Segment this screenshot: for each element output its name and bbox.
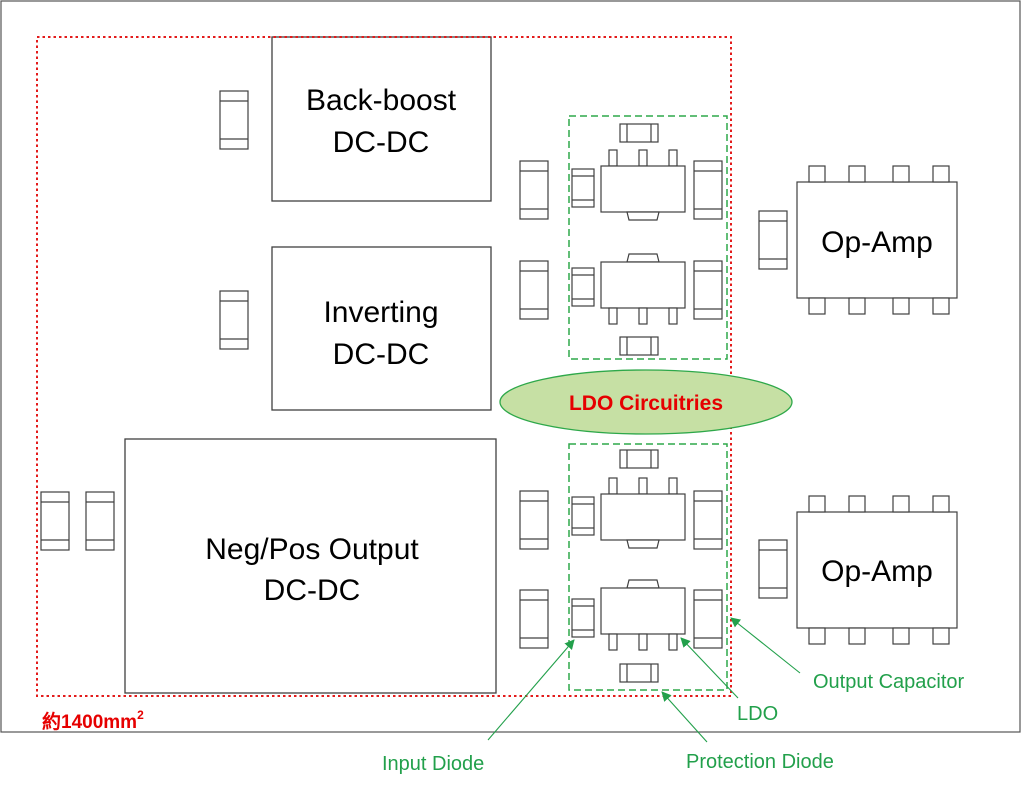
ldo-regulator [600, 579, 686, 651]
protection-diode-label: Protection Diode [686, 751, 834, 773]
input-diode-label: Input Diode [382, 753, 484, 775]
capacitor [40, 491, 70, 551]
annotation-arrows [487, 617, 801, 743]
capacitor [85, 491, 115, 551]
opamp-bottom: Op-Amp [758, 495, 958, 645]
output-capacitor-label: Output Capacitor [813, 671, 965, 693]
ldo-regulator [600, 477, 686, 549]
capacitor [519, 260, 549, 320]
ldo-circuitries-label: LDO Circuitries [569, 392, 723, 415]
output-capacitor [693, 589, 723, 649]
protection-diode [619, 336, 659, 356]
inverting-label-line2: DC-DC [333, 338, 430, 371]
input-diode [571, 168, 595, 208]
negpos-dcdc-block: Neg/Pos Output DC-DC [124, 438, 497, 694]
ldo-regulator [600, 149, 686, 221]
ldo-circuitries-callout: LDO Circuitries [499, 369, 793, 435]
capacitor [519, 490, 549, 550]
capacitor [758, 539, 788, 599]
output-capacitor [693, 260, 723, 320]
capacitor [219, 90, 249, 150]
area-label: 約1400mm2 [42, 708, 144, 733]
buck-boost-label-line2: DC-DC [333, 126, 430, 159]
capacitor [519, 589, 549, 649]
input-diode [571, 267, 595, 307]
capacitor [519, 160, 549, 220]
ldo-group-top-outline [568, 115, 728, 360]
inverting-dcdc-block: Inverting DC-DC [271, 246, 492, 411]
ldo-regulator [600, 253, 686, 325]
opamp-top: Op-Amp [758, 165, 958, 315]
output-capacitor [693, 490, 723, 550]
protection-diode [619, 449, 659, 469]
opamp-top-label: Op-Amp [821, 226, 933, 259]
inverting-label-line1: Inverting [323, 296, 438, 329]
input-diode [571, 598, 595, 638]
buck-boost-dcdc-block: Back-boost DC-DC [271, 36, 492, 202]
ldo-group-bottom-outline [568, 443, 728, 691]
capacitor [219, 290, 249, 350]
output-capacitor [693, 160, 723, 220]
protection-diode [619, 123, 659, 143]
negpos-label-line1: Neg/Pos Output [205, 533, 419, 566]
opamp-bottom-label: Op-Amp [821, 555, 933, 588]
ldo-label: LDO [737, 703, 778, 725]
capacitor [758, 210, 788, 270]
negpos-label-line2: DC-DC [264, 574, 361, 607]
protection-diode [619, 663, 659, 683]
area-outline [36, 36, 732, 697]
input-diode [571, 496, 595, 536]
buck-boost-label-line1: Back-boost [306, 84, 457, 117]
